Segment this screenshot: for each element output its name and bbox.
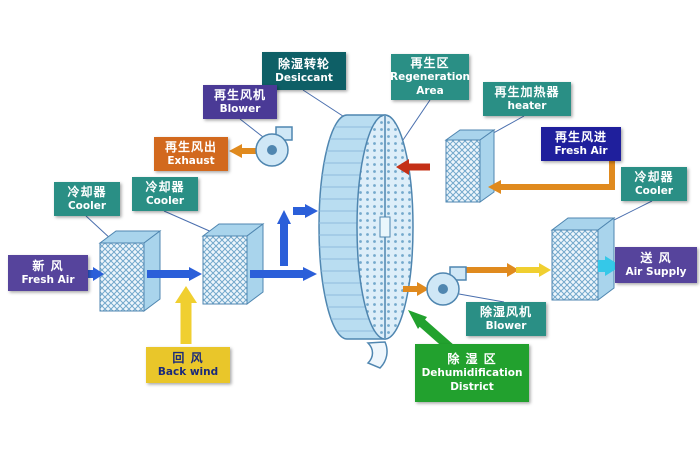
label-text: 送 风 xyxy=(640,250,672,265)
label-text: Cooler xyxy=(145,194,185,207)
label-text: 回 风 xyxy=(172,350,204,365)
label-text: Cooler xyxy=(634,184,674,197)
label-regen-fresh-air: 再生风进 Fresh Air xyxy=(541,127,621,161)
desiccant-wheel xyxy=(318,114,414,340)
label-text: 除湿风机 xyxy=(479,304,532,319)
label-regen-exhaust: 再生风出 Exhaust xyxy=(154,137,228,171)
label-dehumid-blower: 除湿风机 Blower xyxy=(466,302,546,336)
label-text: Desiccant xyxy=(275,71,333,84)
label-text: Cooler xyxy=(67,199,107,212)
label-text: 冷却器 xyxy=(67,184,107,199)
label-back-wind: 回 风 Back wind xyxy=(146,347,230,383)
hot-air-arrow xyxy=(396,159,430,175)
label-text: Fresh Air xyxy=(21,273,75,286)
label-regen-heater: 再生加热器 heater xyxy=(483,82,571,116)
label-text: 再生风机 xyxy=(213,87,266,102)
dry-air-arrow-yellow xyxy=(516,263,551,277)
label-cooler-left-1: 冷却器 Cooler xyxy=(54,182,120,216)
supply-air-arrow xyxy=(598,256,621,276)
dry-air-arrows xyxy=(403,263,519,296)
cooler-unit-right xyxy=(550,217,616,301)
label-dehumid-district: 除 湿 区 Dehumidification District xyxy=(415,344,529,402)
label-text: 除湿转轮 xyxy=(277,56,330,71)
label-text: Blower xyxy=(219,102,261,115)
label-text: 除 湿 区 xyxy=(447,352,497,367)
regen-blower-fan xyxy=(255,126,293,167)
label-text: 再生风进 xyxy=(554,129,607,144)
label-text: Regeneration Area xyxy=(390,71,471,97)
label-text: District xyxy=(450,380,494,393)
label-text: 再生区 xyxy=(410,56,450,71)
label-cooler-right: 冷却器 Cooler xyxy=(621,167,687,201)
label-regeneration-area: 再生区 Regeneration Area xyxy=(390,54,471,100)
page-curl-icon xyxy=(366,341,388,369)
label-text: 再生加热器 xyxy=(494,84,560,99)
cooler-unit-1 xyxy=(98,230,162,312)
label-text: Back wind xyxy=(157,365,219,378)
label-desiccant-wheel: 除湿转轮 Desiccant xyxy=(262,52,346,90)
label-text: 冷却器 xyxy=(145,179,185,194)
label-air-supply: 送 风 Air Supply xyxy=(615,247,697,283)
label-text: 冷却器 xyxy=(634,169,674,184)
label-cooler-left-2: 冷却器 Cooler xyxy=(132,177,198,211)
label-text: Fresh Air xyxy=(554,144,608,157)
label-text: 新 风 xyxy=(32,258,64,273)
dehumid-blower-fan xyxy=(426,266,467,306)
cooler-unit-2 xyxy=(201,223,265,305)
label-text: heater xyxy=(507,99,547,112)
label-text: 再生风出 xyxy=(164,139,217,154)
label-regen-blower: 再生风机 Blower xyxy=(203,85,277,119)
label-text: Dehumidification xyxy=(421,367,523,380)
heater-unit xyxy=(444,129,496,203)
label-text: Air Supply xyxy=(625,265,687,278)
exhaust-arrow xyxy=(229,144,257,158)
label-text: Exhaust xyxy=(167,154,215,167)
regen-inlet-arrow xyxy=(488,152,615,194)
label-text: Blower xyxy=(485,319,527,332)
label-fresh-air: 新 风 Fresh Air xyxy=(8,255,88,291)
return-air-arrow xyxy=(175,286,197,344)
